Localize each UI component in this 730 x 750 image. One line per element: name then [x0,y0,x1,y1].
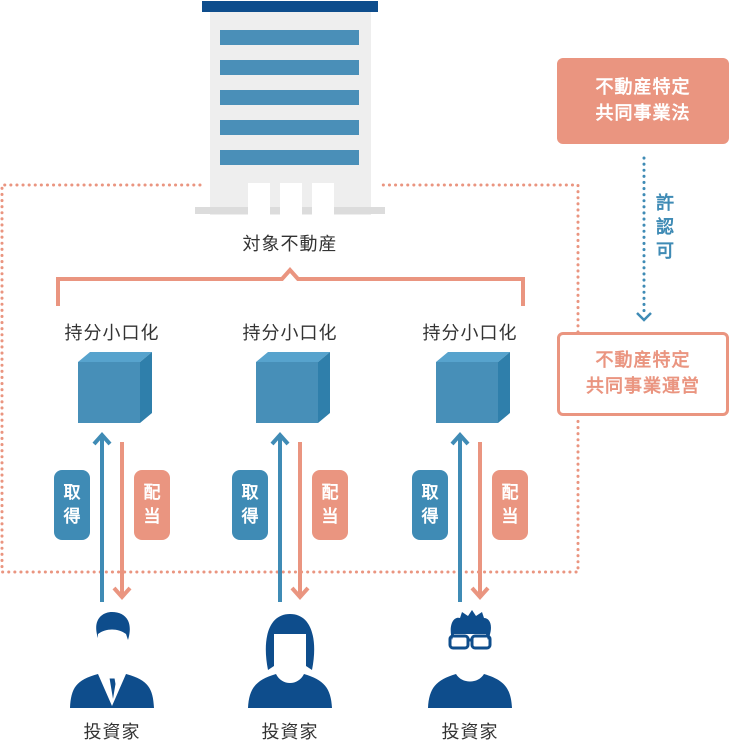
up-arrowhead-icon [450,431,470,446]
property-label: 対象不動産 [242,234,338,255]
property-bracket [56,266,525,306]
operation-line1: 不動産特定 [595,350,691,371]
permission-char: 可 [656,241,674,262]
cube-icon [256,352,330,423]
cube-icon [436,352,510,423]
down-arrowhead-icon [290,586,310,601]
operation-line2: 共同事業運営 [586,376,700,397]
permission-char: 許 [656,193,674,214]
man-glasses-icon [428,610,512,708]
permission-char: 認 [656,217,674,238]
operation-box: 不動産特定 共同事業運営 [557,332,729,416]
permission-label: 許 認 可 [654,192,676,264]
permission-arrowhead-icon [636,312,652,322]
fractional-label: 持分小口化 [64,323,160,344]
woman-icon [248,614,332,708]
cube-icon [78,352,152,423]
law-box: 不動産特定 共同事業法 [557,58,729,144]
scope-frame-dotted [0,183,580,574]
businessman-icon [70,612,154,708]
fractional-label: 持分小口化 [242,323,338,344]
dividend-badge: 配当 [134,470,170,540]
flow-arrows [92,431,132,602]
unit-column: 持分小口化 取得 配当 投資家 [200,0,380,750]
flow-arrows [270,431,310,602]
unit-column: 持分小口化 取得 配当 投資家 [22,0,202,750]
down-arrowhead-icon [470,586,490,601]
up-arrowhead-icon [92,431,112,446]
law-line2: 共同事業法 [595,103,691,124]
fractional-label: 持分小口化 [422,323,518,344]
investor-label: 投資家 [83,722,141,743]
unit-column: 持分小口化 取得 配当 投資家 [380,0,560,750]
acquire-badge: 取得 [232,470,268,540]
down-arrowhead-icon [112,586,132,601]
investor-label: 投資家 [261,722,319,743]
investor-label: 投資家 [441,722,499,743]
law-line1: 不動産特定 [595,77,691,98]
acquire-badge: 取得 [412,470,448,540]
building-icon [195,1,385,215]
dividend-badge: 配当 [492,470,528,540]
up-arrowhead-icon [270,431,290,446]
dividend-badge: 配当 [312,470,348,540]
acquire-badge: 取得 [54,470,90,540]
flow-arrows [450,431,490,602]
